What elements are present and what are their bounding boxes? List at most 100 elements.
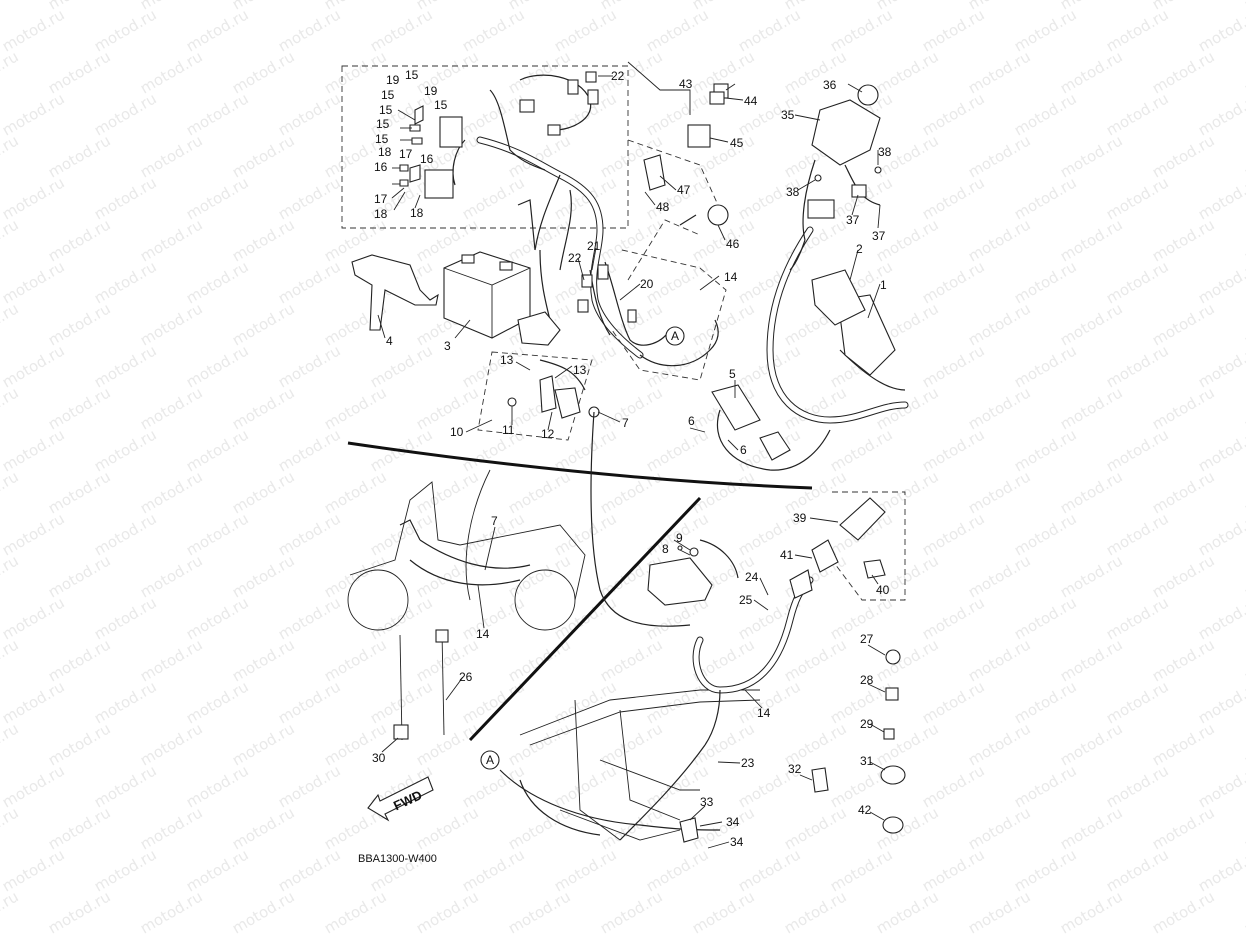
watermark-text: motod.ru [183, 593, 252, 643]
watermark-text: motod.ru [1195, 677, 1246, 727]
watermark-text: motod.ru [45, 383, 114, 433]
watermark-text: motod.ru [873, 47, 942, 97]
watermark-text: motod.ru [1241, 299, 1246, 349]
watermark-text: motod.ru [1241, 383, 1246, 433]
watermark-text: motod.ru [275, 257, 344, 307]
watermark-text: motod.ru [597, 383, 666, 433]
watermark-text: motod.ru [1057, 551, 1126, 601]
watermark-text: motod.ru [1241, 131, 1246, 181]
watermark-text: motod.ru [459, 761, 528, 811]
watermark-text: motod.ru [1057, 467, 1126, 517]
watermark-text: motod.ru [1241, 635, 1246, 685]
leader-lines [377, 75, 886, 849]
callout-16: 16 [420, 152, 434, 166]
watermark-text: motod.ru [505, 215, 574, 265]
watermark-text: motod.ru [183, 89, 252, 139]
watermark-text: motod.ru [1011, 509, 1080, 559]
starter-cable [590, 411, 691, 627]
watermark-text: motod.ru [229, 47, 298, 97]
watermark-text: motod.ru [919, 257, 988, 307]
watermark-text: motod.ru [1057, 887, 1126, 935]
callout-14: 14 [476, 627, 490, 641]
watermark-text: motod.ru [1057, 719, 1126, 769]
watermark-text: motod.ru [965, 719, 1034, 769]
watermark-text: motod.ru [919, 425, 988, 475]
watermark-text: motod.ru [965, 635, 1034, 685]
callout-11: 11 [502, 423, 515, 437]
watermark-text: motod.ru [965, 299, 1034, 349]
watermark-text: motod.ru [45, 551, 114, 601]
watermark-text: motod.ru [413, 887, 482, 935]
callout-41: 41 [780, 548, 794, 562]
watermark-text: motod.ru [551, 677, 620, 727]
callout-14: 14 [757, 706, 771, 720]
watermark-text: motod.ru [1103, 5, 1172, 55]
watermark-text: motod.ru [1103, 677, 1172, 727]
watermark-text: motod.ru [781, 47, 850, 97]
watermark-text: motod.ru [91, 677, 160, 727]
watermark-text: motod.ru [45, 803, 114, 853]
ref-marker-lower [480, 750, 500, 770]
watermark-text: motod.ru [367, 341, 436, 391]
callout-17: 17 [374, 192, 388, 206]
watermark-text: motod.ru [413, 467, 482, 517]
watermark-text: motod.ru [413, 551, 482, 601]
relay-unit [811, 269, 866, 326]
cable-tie [441, 631, 445, 736]
watermark-text: motod.ru [1149, 215, 1218, 265]
callout-40: 40 [876, 583, 890, 597]
watermark-text: motod.ru [1011, 425, 1080, 475]
watermark-text: motod.ru [1149, 383, 1218, 433]
watermark-text: motod.ru [275, 89, 344, 139]
watermark-text: motod.ru [1195, 845, 1246, 895]
cable-tie-clamp [399, 634, 403, 741]
callout-labels: 1 2 3 4 5 6 6 7 7 8 9 10 11 12 13 13 14 … [372, 68, 892, 849]
watermark-text: motod.ru [229, 803, 298, 853]
watermark-text: motod.ru [91, 425, 160, 475]
watermark-text: motod.ru [183, 677, 252, 727]
ref-marker-lower-label: A [486, 753, 494, 767]
watermark-text: motod.ru [91, 929, 160, 935]
callout-46: 46 [726, 237, 740, 251]
watermark-text: motod.ru [643, 929, 712, 935]
watermark-text: motod.ru [1241, 467, 1246, 517]
watermark-text: motod.ru [919, 845, 988, 895]
watermark-text: motod.ru [873, 719, 942, 769]
watermark-text: motod.ru [1195, 929, 1246, 935]
watermark-text: motod.ru [1057, 635, 1126, 685]
watermark-text: motod.ru [1149, 551, 1218, 601]
watermark-text: motod.ru [643, 425, 712, 475]
watermark-text: motod.ru [321, 47, 390, 97]
watermark-text: motod.ru [413, 383, 482, 433]
watermark-text: motod.ru [183, 509, 252, 559]
watermark-text: motod.ru [275, 845, 344, 895]
watermark-text: motod.ru [643, 5, 712, 55]
watermark-text: motod.ru [551, 761, 620, 811]
sub-harness [577, 261, 685, 346]
callout-8: 8 [662, 542, 669, 556]
watermark-text: motod.ru [735, 845, 804, 895]
callout-14: 14 [724, 270, 738, 284]
callout-13: 13 [573, 363, 587, 377]
watermark-text: motod.ru [965, 383, 1034, 433]
watermark-text: motod.ru [91, 5, 160, 55]
watermark-text: motod.ru [1149, 635, 1218, 685]
callout-22: 22 [611, 69, 625, 83]
watermark-text: motod.ru [1149, 47, 1218, 97]
watermark-text: motod.ru [0, 131, 22, 181]
watermark-text: motod.ru [551, 425, 620, 475]
watermark-text: motod.ru [1241, 215, 1246, 265]
callout-15: 15 [379, 103, 393, 117]
watermark-text: motod.ru [1011, 5, 1080, 55]
callout-5: 5 [729, 367, 736, 381]
callout-20: 20 [640, 277, 654, 291]
watermark-text: motod.ru [183, 425, 252, 475]
connector-group-box [341, 65, 629, 229]
watermark-text: motod.ru [1011, 677, 1080, 727]
watermark-text: motod.ru [1149, 467, 1218, 517]
watermark-text: motod.ru [183, 929, 252, 935]
watermark-text: motod.ru [1241, 551, 1246, 601]
watermark-text: motod.ru [45, 467, 114, 517]
watermark-text: motod.ru [1011, 761, 1080, 811]
watermark-text: motod.ru [275, 677, 344, 727]
